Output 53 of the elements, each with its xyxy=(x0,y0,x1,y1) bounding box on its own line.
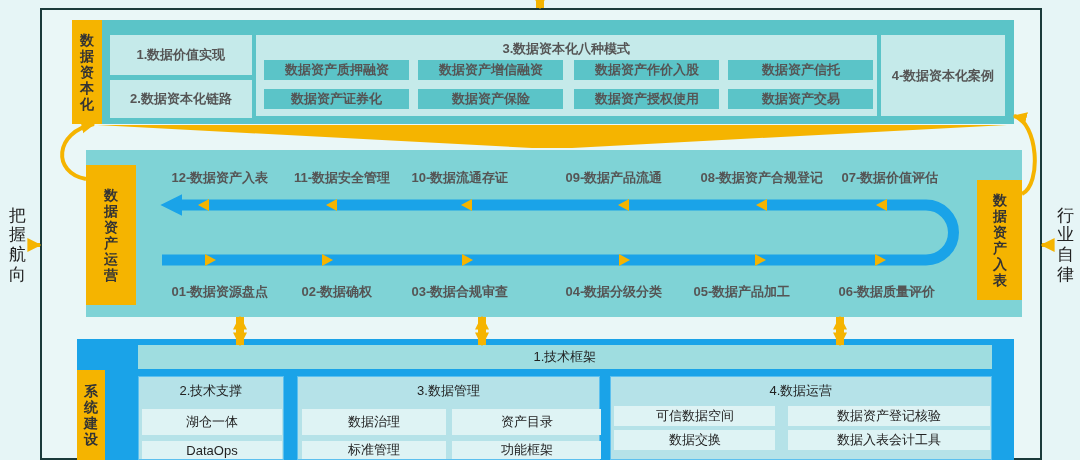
feature-box: 标准管理 xyxy=(302,441,446,459)
mode-box: 数据资产信托 xyxy=(728,60,873,80)
topic-box: 4-数据资本化案例 xyxy=(881,35,1005,116)
double-arrow xyxy=(233,315,247,347)
mode-box: 数据资产增信融资 xyxy=(418,60,563,80)
mode-group-panel xyxy=(256,35,877,116)
step-label: 08-数据资产合规登记 xyxy=(697,168,827,188)
side-label: 行业自律 xyxy=(1052,200,1078,290)
mode-box: 数据资产作价入股 xyxy=(574,60,719,80)
arrow xyxy=(1012,114,1037,196)
feature-box: DataOps xyxy=(142,441,282,459)
mode-box: 数据资产证券化 xyxy=(264,89,409,109)
group-heading: 3.数据资本化八种模式 xyxy=(501,40,632,58)
feature-box: 资产目录 xyxy=(452,409,601,435)
section-tab: 数据资本化 xyxy=(72,20,102,124)
arrow xyxy=(1040,238,1055,252)
topic-box: 2.数据资本化链路 xyxy=(110,80,252,118)
feature-box: 可信数据空间 xyxy=(614,406,775,426)
step-label: 09-数据产品流通 xyxy=(549,168,679,188)
arrow xyxy=(533,0,547,10)
feature-box: 功能框架 xyxy=(452,441,601,459)
feature-box: 数据入表会计工具 xyxy=(788,430,990,450)
step-label: 05-数据产品加工 xyxy=(677,282,807,302)
group-heading: 4.数据运营 xyxy=(768,382,834,400)
mode-box: 数据资产保险 xyxy=(418,89,563,109)
framework-bar: 1.技术框架 xyxy=(138,345,992,369)
mode-box: 数据资产授权使用 xyxy=(574,89,719,109)
group-heading: 3.数据管理 xyxy=(416,382,481,400)
capitalization-panel xyxy=(72,20,1014,124)
mode-box: 数据资产质押融资 xyxy=(264,60,409,80)
double-arrow xyxy=(475,315,489,347)
group-heading: 2.技术支撑 xyxy=(178,382,244,400)
operations-panel xyxy=(86,150,1022,317)
step-label: 07-数据价值评估 xyxy=(825,168,955,188)
section-tab: 系统建设 xyxy=(77,370,105,460)
mode-box: 数据资产交易 xyxy=(728,89,873,109)
group-panel xyxy=(610,376,992,460)
double-arrow xyxy=(833,315,847,347)
section-tab: 数据资产入表 xyxy=(977,180,1022,300)
section-tab: 数据资产运营 xyxy=(86,165,136,305)
group-panel xyxy=(297,376,600,460)
side-label: 把握航向 xyxy=(4,200,30,290)
feature-box: 数据交换 xyxy=(614,430,775,450)
feature-box: 数据资产登记核验 xyxy=(788,406,990,426)
feature-box: 数据治理 xyxy=(302,409,446,435)
outer-frame xyxy=(40,8,1042,460)
arrow xyxy=(27,238,42,252)
step-label: 06-数据质量评价 xyxy=(822,282,952,302)
feature-box: 湖仓一体 xyxy=(142,409,282,435)
system-panel xyxy=(77,339,1014,460)
topic-box: 1.数据价值实现 xyxy=(110,35,252,75)
step-label: 04-数据分级分类 xyxy=(549,282,679,302)
group-panel xyxy=(138,376,284,460)
